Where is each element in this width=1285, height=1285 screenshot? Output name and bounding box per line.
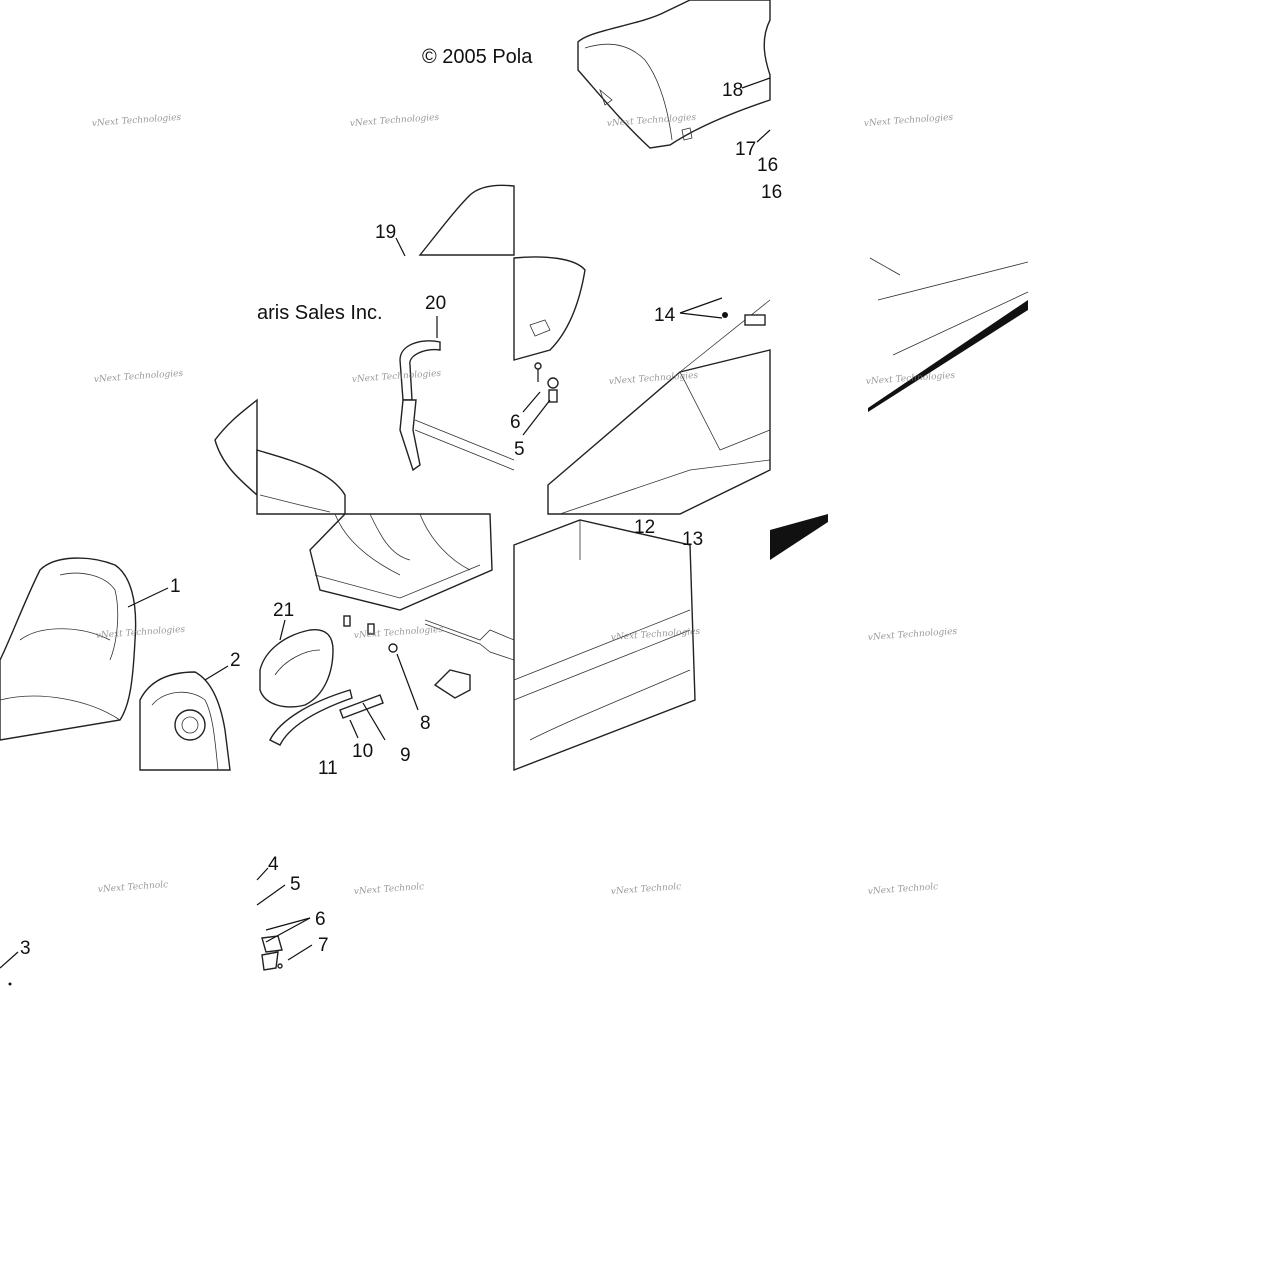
frame-lower [513, 514, 828, 772]
callout-4: 4 [268, 854, 279, 875]
callout-8: 8 [420, 713, 431, 734]
callout-16: 16 [757, 155, 778, 176]
callout-11: 11 [318, 758, 338, 779]
callout-17: 17 [735, 139, 756, 160]
chassis-tunnel [547, 299, 771, 515]
grab-handle [399, 340, 515, 472]
callout-21: 21 [273, 600, 294, 621]
rear-seat-shell [577, 0, 771, 149]
callout-1: 1 [170, 576, 181, 597]
bolt-set-middle [534, 362, 559, 403]
seat-back-frame [139, 671, 231, 771]
callout-20: 20 [425, 293, 446, 314]
callout-14: 14 [654, 305, 676, 326]
copyright-text-right: aris Sales Inc. [257, 302, 383, 324]
watermark-13: vNext Technolc [98, 880, 169, 895]
callout-18: 18 [722, 80, 743, 101]
latch-assembly [261, 935, 283, 971]
callout-1-top: 16 [761, 182, 782, 203]
side-rail-right [868, 257, 1029, 412]
callout-9: 9 [400, 745, 411, 766]
seat-cover [418, 184, 586, 361]
callout-3: 3 [20, 938, 31, 959]
seat-base-left [214, 398, 346, 515]
copyright-text-left: © 2005 Pola [422, 46, 533, 68]
callout-2: 2 [230, 650, 241, 671]
bolt-set-8 [343, 615, 398, 653]
callout-6: 6 [315, 909, 326, 930]
callout-10: 10 [352, 741, 373, 762]
front-seat [0, 557, 137, 741]
callout-7: 7 [318, 935, 329, 956]
callout-13: 13 [682, 529, 703, 550]
callout-5-middle: 5 [514, 439, 525, 460]
callout-6-middle: 6 [510, 412, 521, 433]
watermark-16: vNext Technolc [868, 882, 939, 897]
backrest-pad [259, 628, 334, 708]
watermark-15: vNext Technolc [611, 882, 682, 897]
foot-pan [309, 513, 493, 611]
watermark-14: vNext Technolc [354, 882, 425, 897]
callout-12: 12 [634, 517, 655, 538]
callout-5: 5 [290, 874, 301, 895]
callout-19: 19 [375, 222, 396, 243]
tube-parts [269, 689, 384, 746]
